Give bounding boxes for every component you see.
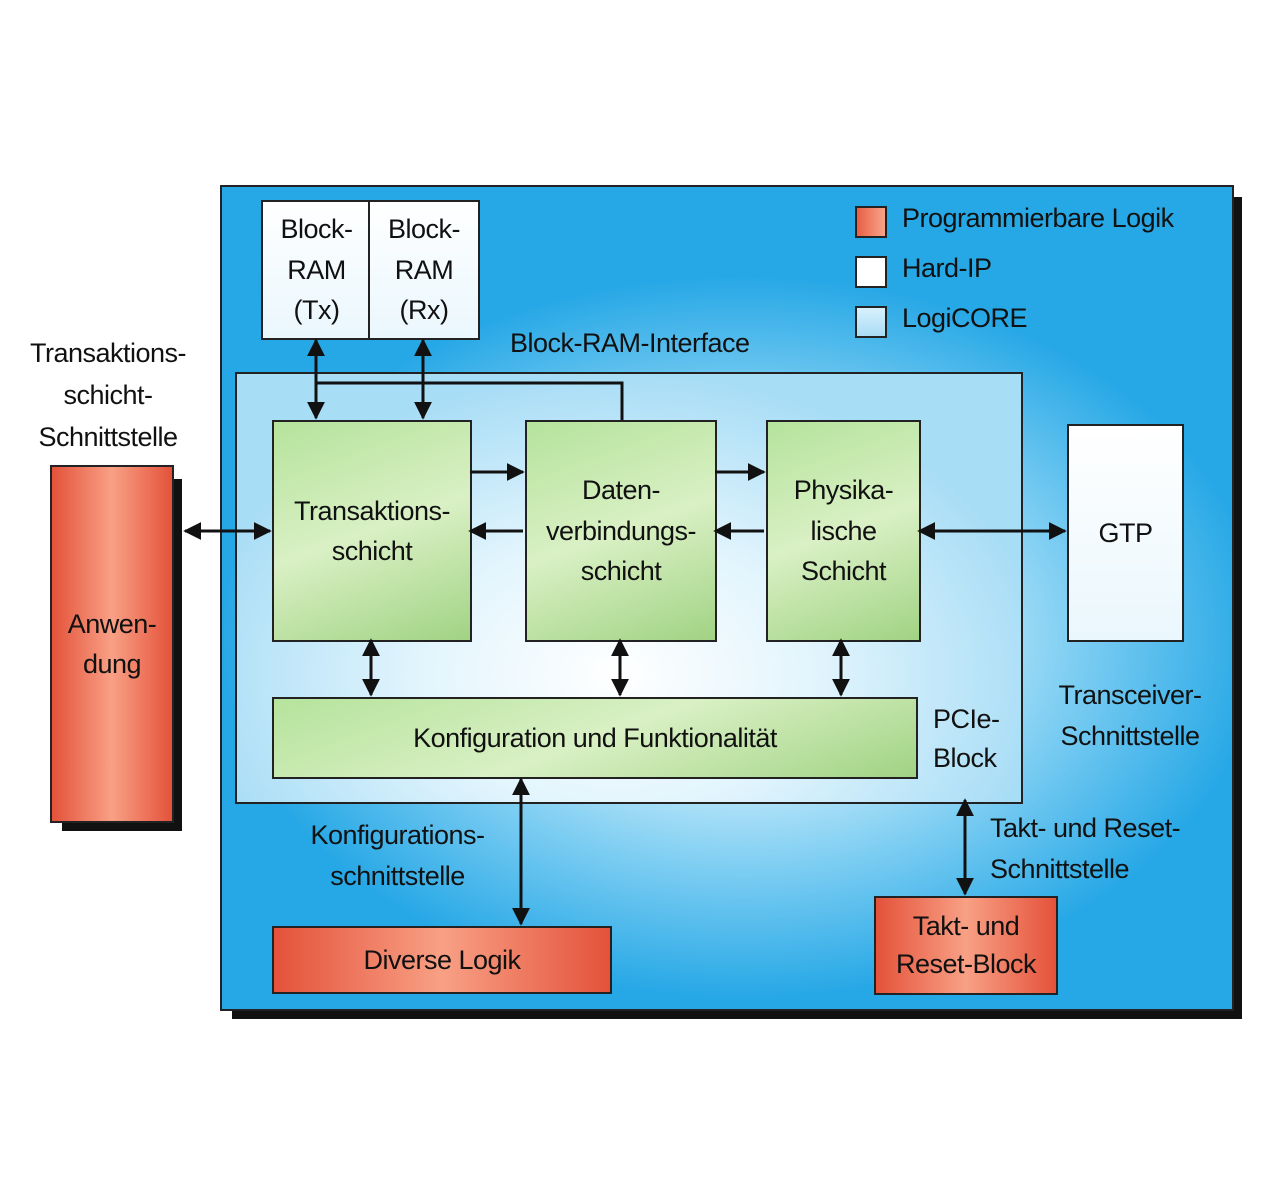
- clock-reset-interface-label: Takt- und Reset- Schnittstelle: [990, 813, 1181, 884]
- gtp-block: GTP: [1067, 424, 1184, 642]
- legend-label-programmable-logic: Programmierbare Logik: [902, 203, 1174, 233]
- transaction-layer-block: Transaktions- schicht: [272, 420, 472, 642]
- legend-swatch-hard-ip: [855, 256, 887, 288]
- block-ram-interface-label: Block-RAM-Interface: [510, 328, 750, 358]
- application-block: Anwen- dung: [50, 465, 174, 823]
- transaction-interface-label: Transaktions- schicht- Schnittstelle: [29, 338, 187, 452]
- legend-label-logicore: LogiCORE: [902, 303, 1028, 333]
- misc-logic-block: Diverse Logik: [272, 926, 612, 994]
- transceiver-interface-label: Transceiver- Schnittstelle: [1058, 680, 1202, 751]
- configuration-interface-label: Konfigurations- schnittstelle: [310, 820, 485, 891]
- legend-label-hard-ip: Hard-IP: [902, 253, 992, 283]
- pcie-block-label: PCIe- Block: [933, 704, 1000, 774]
- clock-reset-block: Takt- und Reset-Block: [874, 896, 1058, 995]
- legend-swatch-logicore: [855, 306, 887, 338]
- physical-layer-block: Physika- lische Schicht: [766, 420, 921, 642]
- configuration-block: Konfiguration und Funktionalität: [272, 697, 918, 779]
- wire-datalink-to-ram: [316, 381, 624, 420]
- legend-swatch-programmable-logic: [855, 206, 887, 238]
